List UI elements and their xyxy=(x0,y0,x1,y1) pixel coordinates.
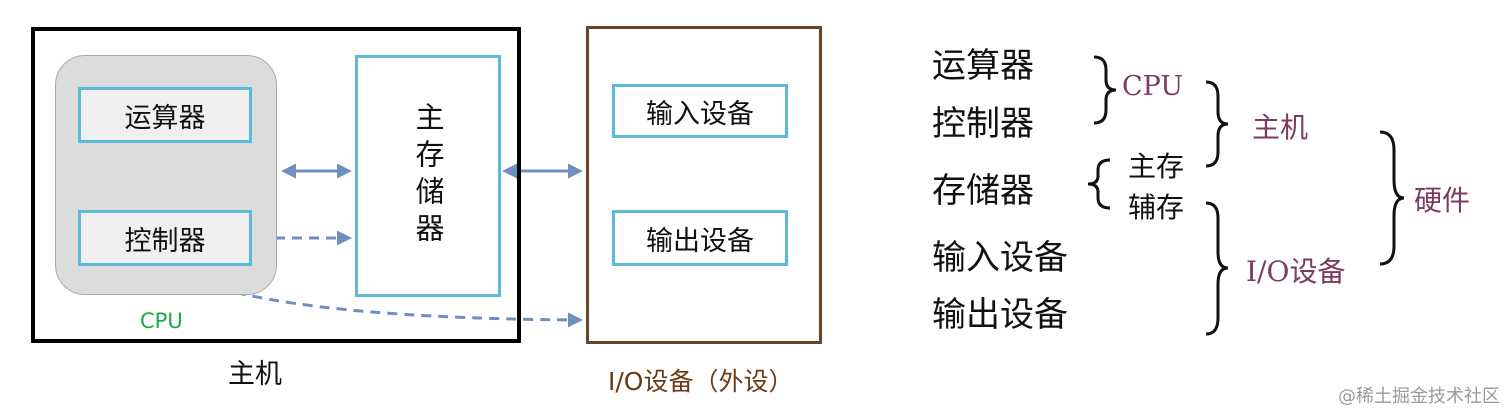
main-memory-box: 主存储器 xyxy=(355,55,501,297)
control-unit-box: 控制器 xyxy=(78,210,252,266)
watermark: @稀土掘金技术社区 xyxy=(1338,386,1500,407)
brace-host xyxy=(1205,80,1229,168)
io-frame xyxy=(586,26,822,344)
cpu-caption: CPU xyxy=(140,309,183,333)
input-device-box: 输入设备 xyxy=(612,84,788,138)
group-label-host: 主机 xyxy=(1252,111,1309,144)
brace-io xyxy=(1205,201,1229,336)
main-memory-label: 主存储器 xyxy=(411,102,445,250)
host-frame xyxy=(31,27,521,343)
tree-item-alu: 运算器 xyxy=(932,46,1034,86)
input-device-label: 输入设备 xyxy=(646,98,754,130)
host-caption: 主机 xyxy=(228,359,282,390)
tree-item-memory: 存储器 xyxy=(932,171,1034,211)
brace-cpu xyxy=(1093,55,1117,125)
output-device-box: 输出设备 xyxy=(612,210,788,266)
group-label-hardware: 硬件 xyxy=(1414,184,1471,217)
output-device-label: 输出设备 xyxy=(646,225,754,257)
group-label-cpu: CPU xyxy=(1122,71,1184,102)
alu-box: 运算器 xyxy=(78,87,252,143)
control-unit-label: 控制器 xyxy=(124,225,206,257)
group-label-aux-memory: 辅存 xyxy=(1128,191,1185,224)
tree-item-input: 输入设备 xyxy=(932,238,1068,278)
group-label-io: I/O设备 xyxy=(1246,255,1346,288)
io-caption: I/O设备（外设） xyxy=(608,367,794,396)
brace-memory xyxy=(1087,158,1111,210)
cu-io-curved-dashed-arrow xyxy=(169,268,583,328)
brace-hardware xyxy=(1379,130,1405,266)
tree-item-output: 输出设备 xyxy=(932,295,1068,335)
alu-label: 运算器 xyxy=(124,102,206,134)
tree-item-control-unit: 控制器 xyxy=(932,104,1034,144)
group-label-main-memory: 主存 xyxy=(1128,150,1185,183)
